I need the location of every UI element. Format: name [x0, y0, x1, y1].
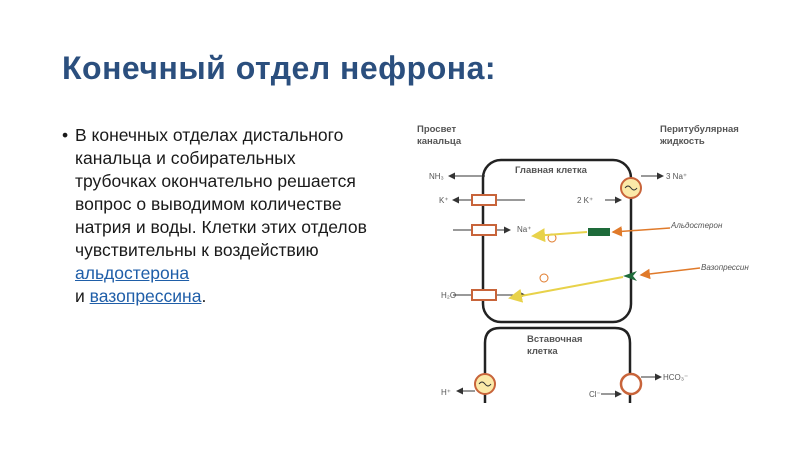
na3-label: 3 Na⁺	[666, 172, 687, 181]
hco3-label: HCO₃⁻	[663, 373, 688, 382]
lumen-label-line2: канальца	[417, 136, 462, 147]
aldosterone-effect-arrow	[531, 228, 588, 243]
cl-minus-label: Cl⁻	[589, 390, 601, 399]
intercalated-cell-label-line1: Вставочная	[527, 334, 582, 345]
pump-wave-icon	[624, 185, 638, 191]
body-text-main: В конечных отделах дистального канальца …	[75, 125, 367, 260]
main-cell-label: Главная клетка	[515, 165, 588, 176]
vasopressin-receptor	[623, 271, 637, 281]
k2-label: 2 K⁺	[577, 196, 593, 205]
vasopressin-arrow	[639, 267, 701, 280]
nh3-label: NH₃	[429, 172, 444, 181]
slide-title: Конечный отдел нефрона:	[62, 50, 497, 86]
h-pump-wave-icon	[478, 381, 492, 387]
vasopressin-effect-arrow	[508, 276, 624, 303]
na-left-label: Na⁺	[517, 225, 531, 234]
aldosterone-arrow	[611, 226, 671, 237]
lumen-label-line1: Просвет	[417, 124, 456, 135]
peritubular-label-line2: жидкость	[659, 136, 705, 147]
na-channel	[471, 224, 497, 236]
aldosterone-link[interactable]: альдостерона	[75, 263, 190, 283]
k-left-label: K⁺	[439, 196, 449, 205]
nephron-cell-diagram: Просвет канальца Перитубулярная жидкость…	[417, 124, 749, 403]
cl-hco3-exchanger-icon	[619, 372, 643, 396]
body-text-end: .	[201, 286, 207, 306]
intercalated-cell-label-line2: клетка	[527, 346, 558, 357]
k-channel	[471, 194, 497, 206]
body-text-and: и	[75, 286, 90, 306]
aldosterone-receptor	[588, 228, 610, 236]
aquaporin-channel	[471, 289, 497, 301]
slide-body: • В конечных отделах дистального канальц…	[62, 124, 377, 308]
vasopressin-link[interactable]: вазопрессина	[89, 286, 202, 306]
main-cell-outline	[481, 158, 633, 324]
bullet-marker: •	[62, 125, 69, 145]
h-plus-label: H⁺	[441, 388, 451, 397]
vasopressin-ion-icon	[539, 273, 549, 283]
intercalated-cell-outline	[483, 326, 632, 403]
aldosterone-label: Альдостерон	[670, 221, 723, 230]
vasopressin-label: Вазопрессин	[701, 263, 749, 272]
body-paragraph: В конечных отделах дистального канальца …	[75, 124, 377, 308]
h2o-label: H₂O	[441, 291, 456, 300]
peritubular-label-line1: Перитубулярная	[660, 124, 739, 135]
